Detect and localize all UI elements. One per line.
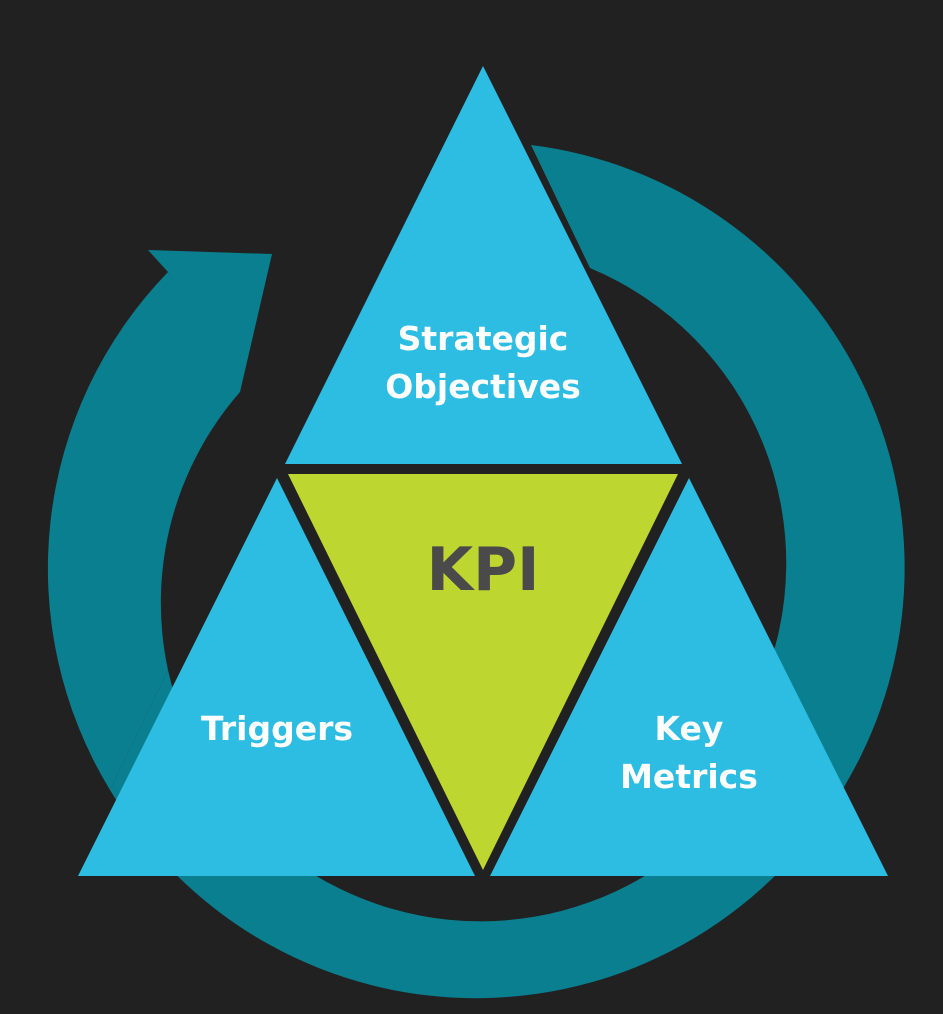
- top-label-line1: Strategic: [398, 319, 569, 358]
- labels: Strategic Objectives KPI Triggers Key Me…: [201, 319, 758, 796]
- right-label-line2: Metrics: [620, 757, 758, 796]
- ring-arc-left: [47, 272, 241, 790]
- top-label-line2: Objectives: [385, 367, 581, 406]
- top-triangle: [285, 66, 682, 464]
- ring-arc-bottom: [110, 620, 848, 999]
- right-label-line1: Key: [655, 709, 724, 748]
- cycle-ring: [47, 145, 905, 999]
- center-triangle: [288, 474, 678, 870]
- right-triangle: [490, 478, 888, 876]
- left-triangle: [78, 478, 475, 876]
- ring-arc: [531, 145, 905, 780]
- curved-arrow-icon: [148, 250, 272, 392]
- center-label: KPI: [427, 535, 540, 605]
- triangle-group: [78, 66, 888, 884]
- left-label: Triggers: [201, 709, 353, 748]
